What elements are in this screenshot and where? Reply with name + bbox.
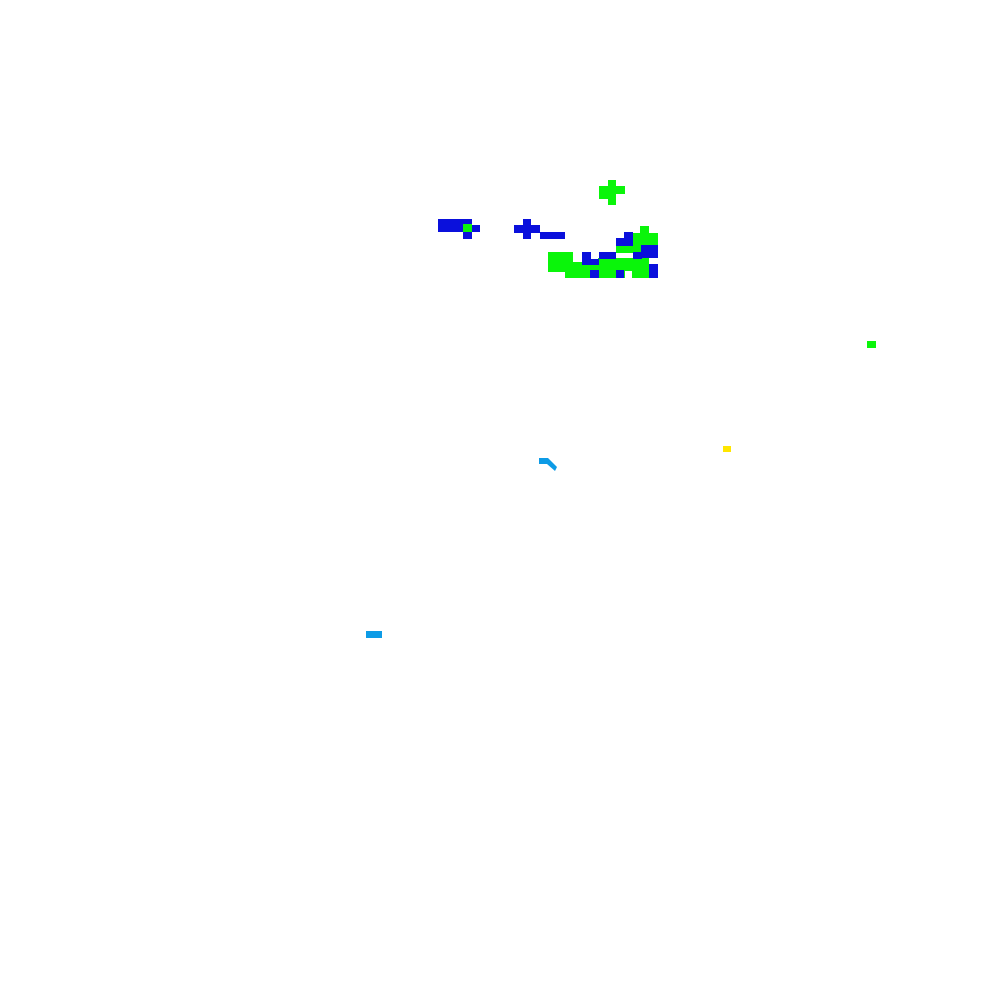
blue-bar-left — [438, 219, 480, 239]
green-dot-right — [867, 341, 876, 348]
blue-cross-middle — [514, 219, 540, 239]
blue-cluster-main — [582, 232, 658, 278]
cyan-dash-lower-left — [366, 631, 382, 638]
blue-bar-middle — [540, 232, 565, 239]
cyan-arc-center — [539, 458, 557, 471]
green-cross-top — [599, 180, 625, 205]
yellow-dot — [723, 446, 731, 452]
